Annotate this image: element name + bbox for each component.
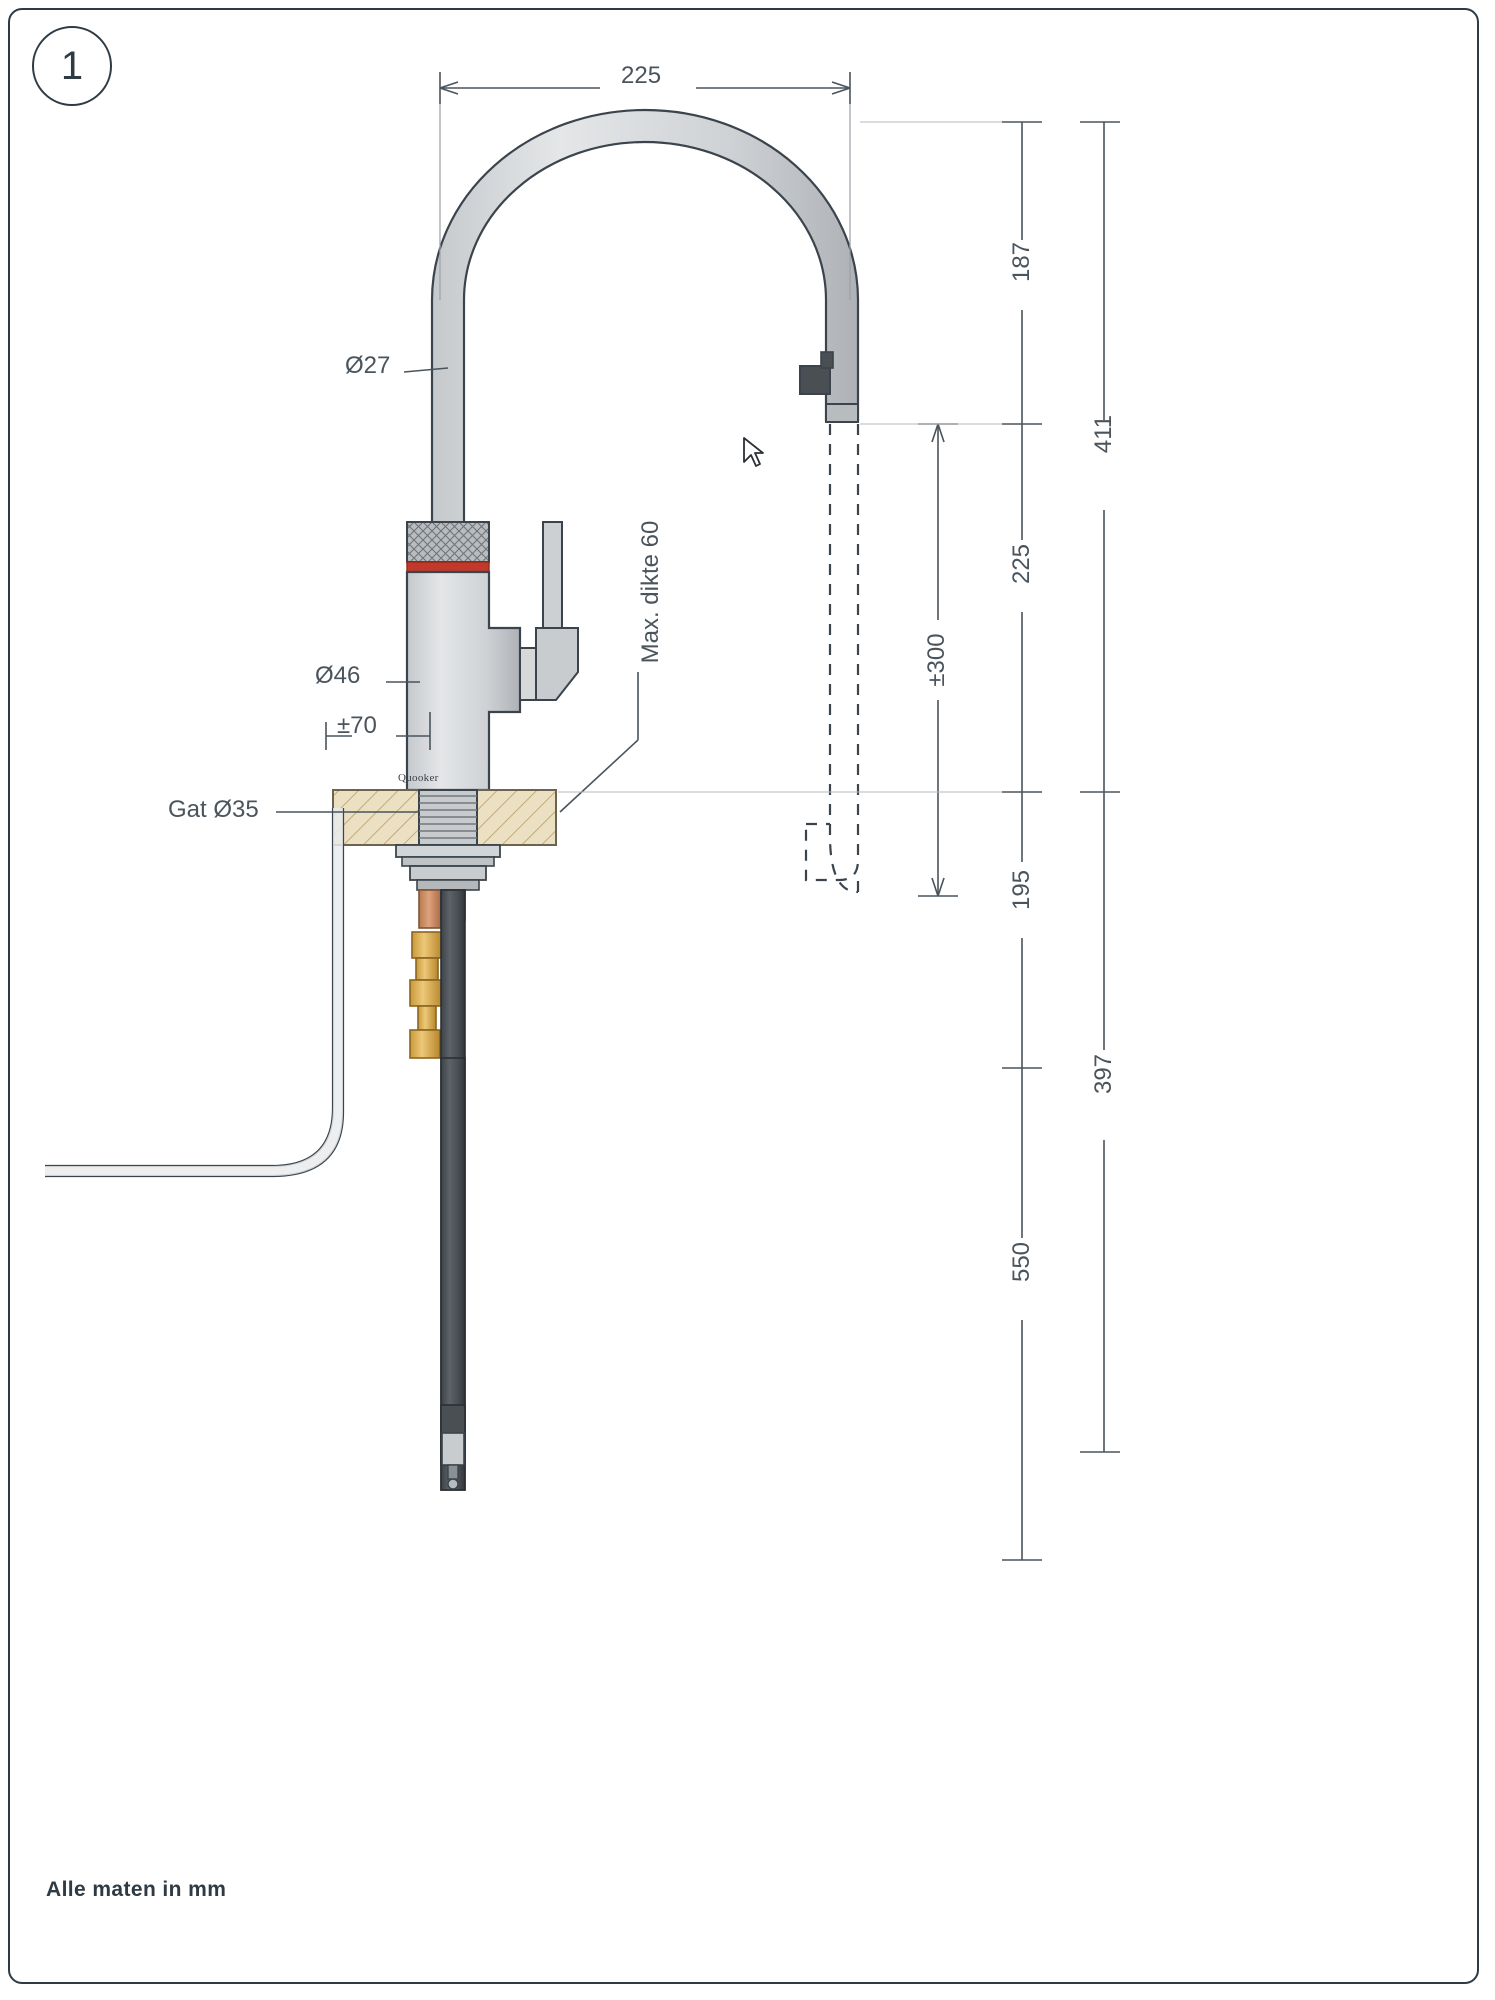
step-number-badge: 1 <box>32 26 112 106</box>
dim-label-411: 411 <box>1090 414 1117 454</box>
dim-label-550: 550 <box>1008 1241 1035 1283</box>
threaded-stud <box>418 789 478 846</box>
spout-outlet-ring <box>825 403 859 423</box>
brass-fitting-3 <box>409 979 443 1007</box>
supply-tube-fill <box>45 808 343 1176</box>
dim-label-spout-diameter: Ø27 <box>345 352 391 379</box>
dim-70 <box>325 712 431 750</box>
dim-label-body-diameter: Ø46 <box>315 662 361 689</box>
pullout-hose-dashed <box>804 424 860 894</box>
deck-washer-2 <box>401 856 495 867</box>
dim-label-hose-reach: ±300 <box>923 633 950 687</box>
dim-d27-leader <box>403 367 449 373</box>
dim-chain-right <box>1002 121 1042 1561</box>
brand-label: Quooker <box>398 772 439 784</box>
supply-tube-outer <box>45 808 335 1168</box>
dim-max-thickness-leader <box>559 672 639 813</box>
dim-top-witness <box>439 104 851 300</box>
mouse-pointer-icon <box>743 437 764 467</box>
dim-top-225 <box>439 72 851 104</box>
page-frame <box>8 8 1479 1984</box>
spout-outlet-tab <box>820 351 834 369</box>
dim-label-max-thickness: Max. dikte 60 <box>637 520 664 664</box>
dim-witness-right <box>558 121 1002 793</box>
tap-body <box>405 570 522 792</box>
dim-label-187: 187 <box>1008 241 1035 283</box>
dim-label-225: 225 <box>1008 543 1035 585</box>
footer-note: Alle maten in mm <box>46 1878 227 1901</box>
supply-tube-inner <box>45 808 345 1178</box>
dim-label-hole-diameter: Gat Ø35 <box>168 796 259 823</box>
hose-end-tip <box>447 1464 459 1480</box>
mixer-lever-block <box>535 627 579 701</box>
red-indicator-ring <box>406 561 490 573</box>
brass-fitting-5 <box>409 1029 441 1059</box>
hose-end-ferrule <box>441 1432 465 1466</box>
knurled-collar <box>406 521 490 563</box>
spout-gooseneck <box>430 108 860 664</box>
brass-fitting-2 <box>415 957 439 981</box>
dim-label-handle-offset: ±70 <box>337 712 377 739</box>
hose-end-cap <box>447 1478 459 1490</box>
fixing-nut-base <box>416 879 480 891</box>
dim-label-top-width: 225 <box>621 62 662 89</box>
copper-inlet-pipe <box>418 889 442 929</box>
fixing-nut <box>409 865 487 881</box>
dim-chain-far-right <box>1080 121 1120 1453</box>
brass-fitting-1 <box>411 931 443 959</box>
mixer-lever-neck <box>519 647 537 701</box>
dim-label-195: 195 <box>1008 869 1035 911</box>
dim-label-397: 397 <box>1090 1053 1117 1095</box>
spout-outlet-bracket <box>799 365 831 395</box>
mixer-lever-arm <box>542 521 563 631</box>
deck-washer <box>395 844 501 858</box>
brass-fitting-4 <box>417 1005 437 1031</box>
